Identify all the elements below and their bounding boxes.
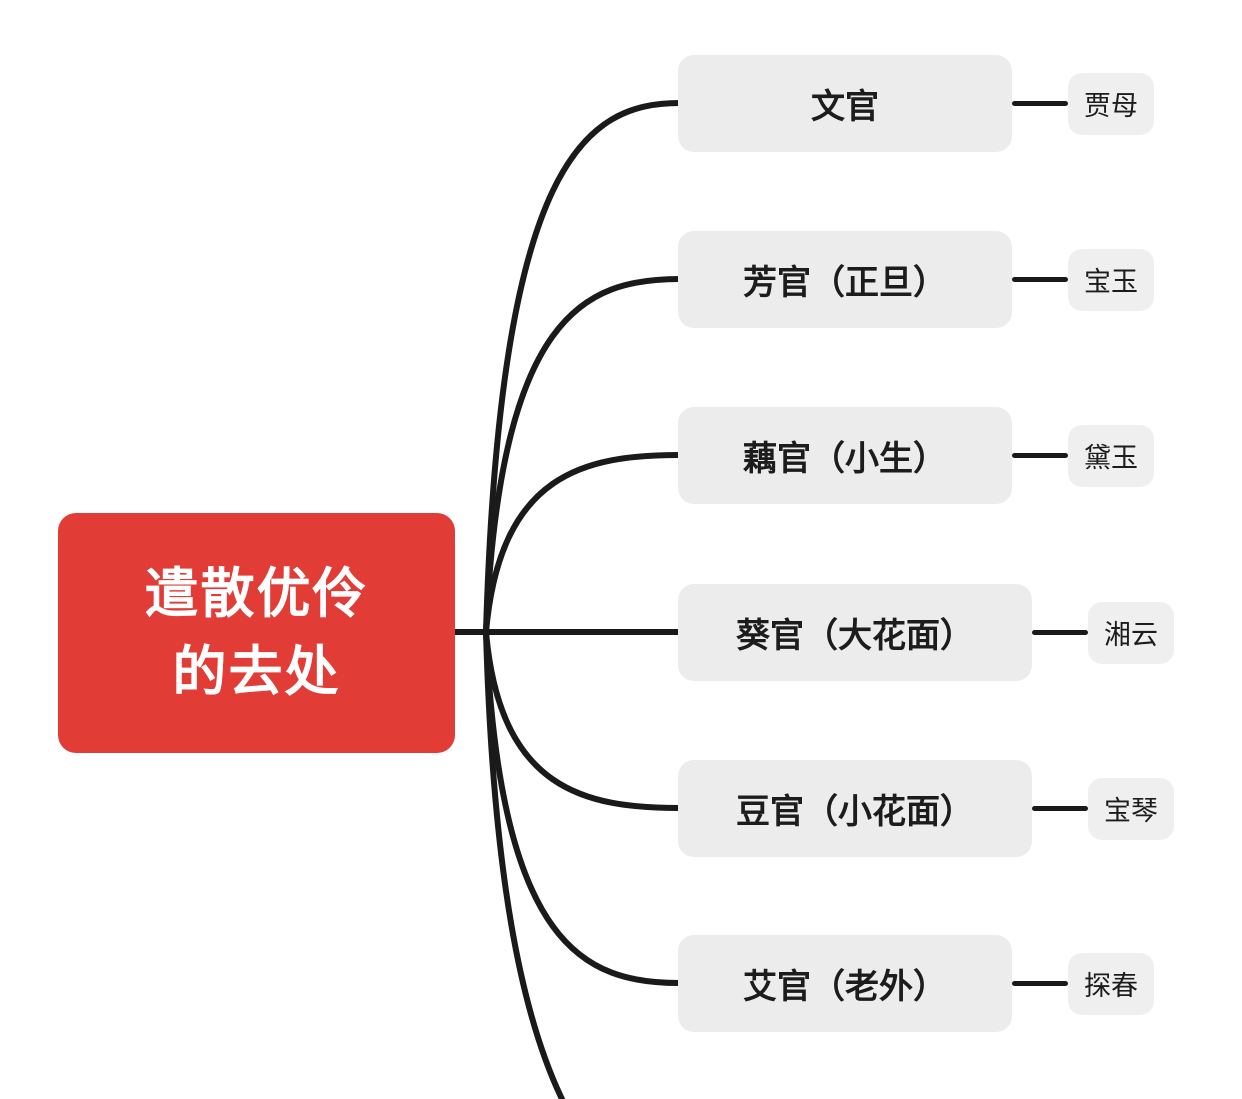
branch-row: 文官 贾母 [678,55,1154,152]
branch-curve-2 [483,276,683,635]
branch-row: 葵官（大花面） 湘云 [678,584,1174,681]
branch-node-fangguan[interactable]: 芳官（正旦） [678,231,1012,328]
branch-curve-6 [483,629,683,986]
target-connector [1012,101,1068,106]
root-label-line1: 遣散优伶 [144,563,369,624]
target-label: 探春 [1084,971,1138,1001]
branch-label: 文官 [811,88,879,126]
target-node-baoyu[interactable]: 宝玉 [1068,248,1154,311]
branch-node-wenguan[interactable]: 文官 [678,55,1012,152]
target-node-tanchun[interactable]: 探春 [1068,952,1154,1015]
target-connector [1012,453,1068,458]
branch-row: 豆官（小花面） 宝琴 [678,760,1174,857]
branch-label: 豆官（小花面） [736,793,974,831]
root-node[interactable]: 遣散优伶 的去处 [58,513,455,753]
branch-curve-5 [483,629,683,811]
branch-curve-offscreen [483,629,566,1099]
target-connector [1012,277,1068,282]
branch-curve-1 [483,100,683,635]
branch-row: 藕官（小生） 黛玉 [678,407,1154,504]
target-node-baoqin[interactable]: 宝琴 [1088,777,1174,840]
target-label: 宝琴 [1104,796,1158,826]
target-node-jiamu[interactable]: 贾母 [1068,72,1154,135]
branch-label: 艾官（老外） [743,968,947,1006]
branch-node-ouguan[interactable]: 藕官（小生） [678,407,1012,504]
branch-row: 芳官（正旦） 宝玉 [678,231,1154,328]
branch-row: 艾官（老外） 探春 [678,935,1154,1032]
branch-label: 芳官（正旦） [743,264,947,302]
target-node-xiangyun[interactable]: 湘云 [1088,601,1174,664]
target-connector [1032,806,1088,811]
target-label: 黛玉 [1084,443,1138,473]
root-label-line2: 的去处 [172,642,341,702]
branch-node-kuiguan[interactable]: 葵官（大花面） [678,584,1032,681]
branch-node-douguan[interactable]: 豆官（小花面） [678,760,1032,857]
target-connector [1012,981,1068,986]
target-label: 宝玉 [1084,267,1138,297]
target-label: 湘云 [1104,620,1158,650]
target-connector [1032,630,1088,635]
target-label: 贾母 [1084,91,1138,121]
target-node-daiyu[interactable]: 黛玉 [1068,424,1154,487]
branch-label: 藕官（小生） [743,440,947,478]
branch-node-aiguan[interactable]: 艾官（老外） [678,935,1012,1032]
branch-curve-3 [483,452,683,635]
branch-label: 葵官（大花面） [736,617,974,655]
